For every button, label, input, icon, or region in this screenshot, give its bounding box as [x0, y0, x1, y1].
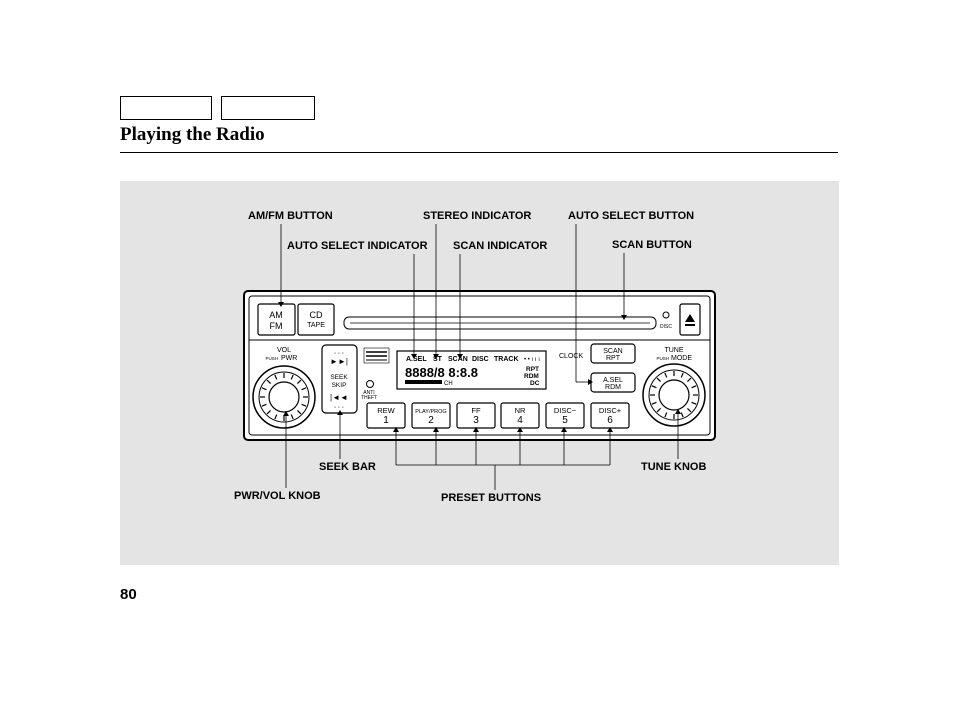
- scan-button-text: SCAN: [603, 348, 622, 355]
- label-auto-select-indicator: AUTO SELECT INDICATOR: [287, 240, 428, 252]
- amfm-am-text: AM: [269, 310, 283, 320]
- preset-label-2: PLAY/PROG: [415, 409, 446, 415]
- rpt-button-text: RPT: [606, 355, 621, 362]
- label-pwr-vol-knob: PWR/VOL KNOB: [234, 490, 321, 502]
- preset-number-4: 4: [517, 415, 523, 426]
- preset-button-1[interactable]: [366, 402, 406, 429]
- clock-label: CLOCK: [559, 353, 583, 360]
- pwr-text: PWR: [281, 355, 297, 362]
- label-tune-knob: TUNE KNOB: [641, 461, 707, 473]
- svg-text:◦ ◦ ◦: ◦ ◦ ◦: [334, 405, 344, 411]
- amfm-button[interactable]: [257, 303, 296, 336]
- preset-label-1: REW: [377, 406, 395, 415]
- preset-number-6: 6: [607, 415, 613, 426]
- display-dc: DC: [530, 380, 540, 387]
- anti-text: ANTI: [363, 390, 374, 396]
- push-text-right: PUSH: [656, 356, 669, 361]
- preset-number-1: 1: [383, 415, 389, 426]
- display-rpt: RPT: [526, 366, 539, 373]
- label-scan-indicator: SCAN INDICATOR: [453, 240, 548, 252]
- display-track-indicator: TRACK: [494, 356, 519, 363]
- svg-text:• • ı ı ı: • • ı ı ı: [524, 357, 540, 363]
- vol-text: VOL: [277, 347, 291, 354]
- preset-number-2: 2: [428, 415, 434, 426]
- label-amfm-button: AM/FM BUTTON: [248, 210, 333, 222]
- display-stereo-indicator: ST: [433, 356, 443, 363]
- nav-tab-2[interactable]: [221, 96, 315, 120]
- preset-label-3: FF: [471, 406, 481, 415]
- page-number: 80: [120, 586, 137, 603]
- cd-text: CD: [310, 310, 323, 320]
- tune-text: TUNE: [664, 347, 683, 354]
- skip-text: SKIP: [332, 382, 347, 389]
- preset-number-3: 3: [473, 415, 479, 426]
- anti-theft-light: [366, 380, 374, 388]
- page-title: Playing the Radio: [120, 124, 265, 145]
- preset-button-5[interactable]: [545, 402, 585, 429]
- display-disc-indicator: DISC: [472, 356, 489, 363]
- label-auto-select-button: AUTO SELECT BUTTON: [568, 210, 695, 222]
- tape-text: TAPE: [307, 322, 325, 329]
- display-asel-indicator: A.SEL: [406, 356, 427, 363]
- skip-forward-icon: ►►|: [330, 357, 348, 366]
- seek-text: SEEK: [330, 374, 348, 381]
- skip-back-icon: |◄◄: [330, 393, 348, 402]
- disc-indicator-light: [662, 311, 670, 319]
- label-scan-button: SCAN BUTTON: [612, 239, 692, 251]
- label-preset-buttons: PRESET BUTTONS: [441, 492, 542, 504]
- push-text-left: PUSH: [265, 356, 278, 361]
- preset-label-4: NR: [515, 406, 526, 415]
- label-seek-bar: SEEK BAR: [319, 461, 376, 473]
- scan-rpt-button[interactable]: [590, 343, 636, 364]
- tune-knob[interactable]: [642, 363, 706, 427]
- preset-button-2[interactable]: [411, 402, 451, 429]
- pwr-vol-knob[interactable]: [252, 365, 316, 429]
- svg-text:◦ ◦ ◦: ◦ ◦ ◦: [334, 351, 344, 357]
- display-rdm: RDM: [524, 373, 539, 380]
- display-ch: CH: [444, 381, 453, 387]
- title-rule: [120, 152, 838, 153]
- display-scan-indicator: SCAN: [448, 356, 468, 363]
- amfm-fm-text: FM: [270, 321, 283, 331]
- preset-number-5: 5: [562, 415, 568, 426]
- preset-label-6: DISC+: [599, 406, 622, 415]
- eject-icon: [685, 314, 695, 322]
- callout-arrows: [278, 302, 681, 432]
- theft-text: THEFT: [361, 395, 377, 401]
- asel-button-text: A.SEL: [603, 377, 623, 384]
- display-level-bar: [405, 380, 442, 384]
- disc-text: DISC: [660, 324, 672, 330]
- preset-label-5: DISC−: [554, 406, 577, 415]
- cd-tape-button[interactable]: [297, 303, 335, 336]
- rdm-button-text: RDM: [605, 384, 621, 391]
- nav-tab-1[interactable]: [120, 96, 212, 120]
- display-digits: 8888/8 8:8.8: [405, 365, 478, 380]
- mode-text: MODE: [671, 355, 692, 362]
- compact-disc-logo: [363, 347, 390, 364]
- label-stereo-indicator: STEREO INDICATOR: [423, 210, 532, 222]
